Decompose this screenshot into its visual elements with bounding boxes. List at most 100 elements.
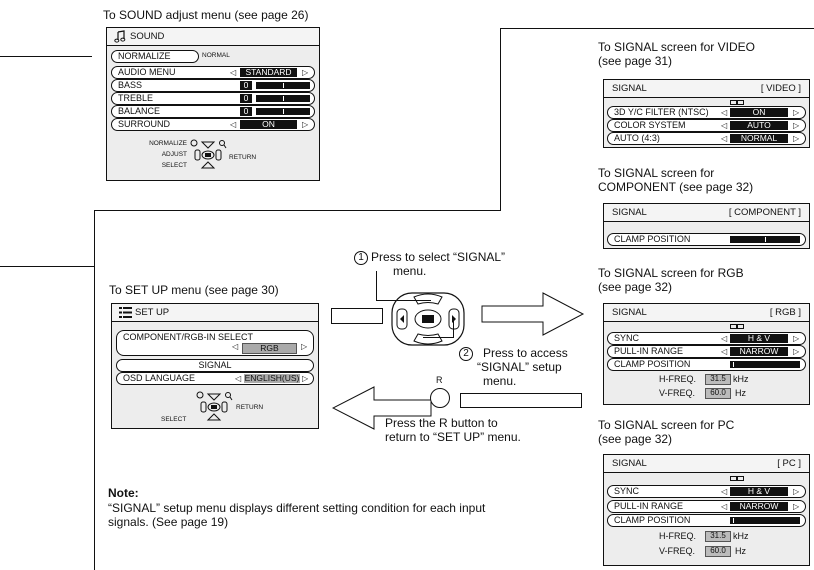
callout-line (376, 271, 377, 301)
clamp-slider[interactable] (730, 361, 800, 368)
treble-slider[interactable] (256, 95, 310, 102)
callout-line (376, 300, 431, 301)
page-indicator (737, 476, 744, 481)
row-label: BASS (118, 80, 143, 90)
pc-caption: To SIGNAL screen for PC (see page 32) (598, 418, 734, 446)
flow-connector-box (460, 393, 582, 408)
balance-slider[interactable] (256, 108, 310, 115)
r-button-label: R (436, 375, 443, 385)
caption-line: To SIGNAL screen for PC (598, 418, 735, 432)
pull-in-range-row[interactable]: PULL-IN RANGE ◁ NARROW ▷ (607, 345, 806, 358)
row-label: CLAMP POSITION (614, 359, 691, 369)
vfreq-unit: Hz (735, 546, 746, 556)
vfreq-unit: Hz (735, 388, 746, 398)
pull-in-range-row[interactable]: PULL-IN RANGE ◁ NARROW ▷ (607, 500, 806, 513)
vfreq-label: V-FREQ. (659, 546, 696, 556)
row-value: NARROW (730, 502, 788, 511)
arrow-right-icon (481, 292, 585, 341)
rgb-caption: To SIGNAL screen for RGB (see page 32) (598, 266, 744, 294)
hfreq-label: H-FREQ. (659, 374, 696, 384)
osd-title-bar: SIGNAL [ PC ] (604, 455, 809, 473)
sound-ctrl-legend: NORMALIZE ADJUST SELECT (135, 140, 187, 170)
remote-pad-icon (195, 390, 233, 424)
audio-menu-row[interactable]: AUDIO MENU ◁ STANDARD ▷ (111, 66, 315, 79)
yc-filter-row[interactable]: 3D Y/C FILTER (NTSC) ◁ ON ▷ (607, 106, 806, 119)
normalize-label: NORMALIZE (118, 51, 171, 61)
row-label: AUTO (4:3) (614, 133, 660, 143)
bass-slider[interactable] (256, 82, 310, 89)
sync-row[interactable]: SYNC ◁ H & V ▷ (607, 332, 806, 345)
callout-line (423, 337, 453, 338)
step2-number: 2 (459, 347, 473, 361)
step1-text: Press to select “SIGNAL” menu. (371, 250, 505, 278)
row-value: NORMAL (730, 134, 788, 143)
sound-title: SOUND (130, 31, 165, 42)
osd-title-bar: SIGNAL [ RGB ] (604, 304, 809, 322)
vfreq-label: V-FREQ. (659, 388, 696, 398)
step-line: Press to access (483, 346, 568, 360)
arrow-right-icon: ▷ (793, 347, 800, 356)
normal-tag: NORMAL (202, 52, 230, 59)
clamp-position-row[interactable]: CLAMP POSITION (607, 358, 806, 371)
row-label: BALANCE (118, 106, 161, 116)
arrow-right-icon: ▷ (793, 487, 800, 496)
surround-row[interactable]: SURROUND ◁ ON ▷ (111, 118, 315, 131)
caption-line: (see page 31) (598, 54, 673, 68)
component-rgb-select-row[interactable]: COMPONENT/RGB-IN SELECT ◁ RGB ▷ (116, 330, 314, 356)
step2-text: Press to access “SIGNAL” setup menu. (477, 346, 568, 388)
page-indicator (737, 100, 744, 105)
balance-row[interactable]: BALANCE 0 (111, 105, 315, 118)
arrow-left-icon: ◁ (721, 121, 728, 130)
hfreq-value: 31.5 (705, 531, 731, 542)
auto-43-row[interactable]: AUTO (4:3) ◁ NORMAL ▷ (607, 132, 806, 145)
osd-tag: [ RGB ] (769, 307, 801, 318)
clamp-position-row[interactable]: CLAMP POSITION (607, 233, 806, 246)
step-line: Press to select “SIGNAL” (371, 250, 506, 264)
color-system-row[interactable]: COLOR SYSTEM ◁ AUTO ▷ (607, 119, 806, 132)
ctrl-select: SELECT (161, 162, 187, 169)
treble-row[interactable]: TREBLE 0 (111, 92, 315, 105)
bass-row[interactable]: BASS 0 (111, 79, 315, 92)
arrow-left-icon: ◁ (721, 108, 728, 117)
r-button-text: Press the R button to return to “SET UP”… (385, 416, 521, 444)
connector-line (500, 28, 501, 211)
sound-osd-screen: SOUND NORMALIZE NORMAL AUDIO MENU ◁ STAN… (106, 27, 320, 181)
hfreq-unit: kHz (733, 531, 749, 541)
arrow-right-icon: ▷ (793, 502, 800, 511)
osd-language-row[interactable]: OSD LANGUAGE ◁ ENGLISH(US) ▷ (116, 372, 314, 385)
clamp-slider[interactable] (730, 517, 800, 524)
page-indicator (737, 324, 744, 329)
row-value: AUTO (730, 121, 788, 130)
osd-tag: [ VIDEO ] (760, 83, 801, 94)
arrow-right-icon: ▷ (302, 374, 309, 383)
ctrl-select: SELECT (161, 416, 187, 423)
osd-title: SIGNAL (612, 83, 647, 94)
setup-title: SET UP (135, 307, 170, 318)
clamp-position-row[interactable]: CLAMP POSITION (607, 514, 806, 527)
normalize-button[interactable]: NORMALIZE (111, 50, 199, 63)
arrow-left-icon: ◁ (721, 347, 728, 356)
row-label: CLAMP POSITION (614, 515, 691, 525)
row-label: PULL-IN RANGE (614, 501, 684, 511)
connector-line (0, 56, 92, 57)
ctrl-return: RETURN (236, 404, 264, 411)
sync-row[interactable]: SYNC ◁ H & V ▷ (607, 485, 806, 498)
vfreq-value: 60.0 (705, 546, 731, 557)
sound-caption: To SOUND adjust menu (see page 26) (103, 8, 309, 22)
ctrl-normalize: NORMALIZE (149, 140, 187, 147)
r-button-icon[interactable] (430, 388, 450, 408)
note-title: Note: (108, 486, 139, 500)
row-label: SIGNAL (198, 360, 232, 370)
page-indicator (730, 324, 737, 329)
osd-tag: [ COMPONENT ] (728, 207, 801, 218)
remote-pad-icon[interactable] (384, 287, 472, 356)
osd-title-bar: SIGNAL [ VIDEO ] (604, 80, 809, 98)
r-text-line: Press the R button to (385, 416, 498, 430)
row-value: H & V (730, 487, 788, 496)
clamp-slider[interactable] (730, 236, 800, 243)
row-label: COMPONENT/RGB-IN SELECT (123, 332, 254, 342)
row-label: TREBLE (118, 93, 154, 103)
arrow-left-icon: ◁ (232, 342, 239, 351)
menu-list-icon (119, 307, 132, 320)
signal-menu-item[interactable]: SIGNAL (116, 359, 314, 372)
